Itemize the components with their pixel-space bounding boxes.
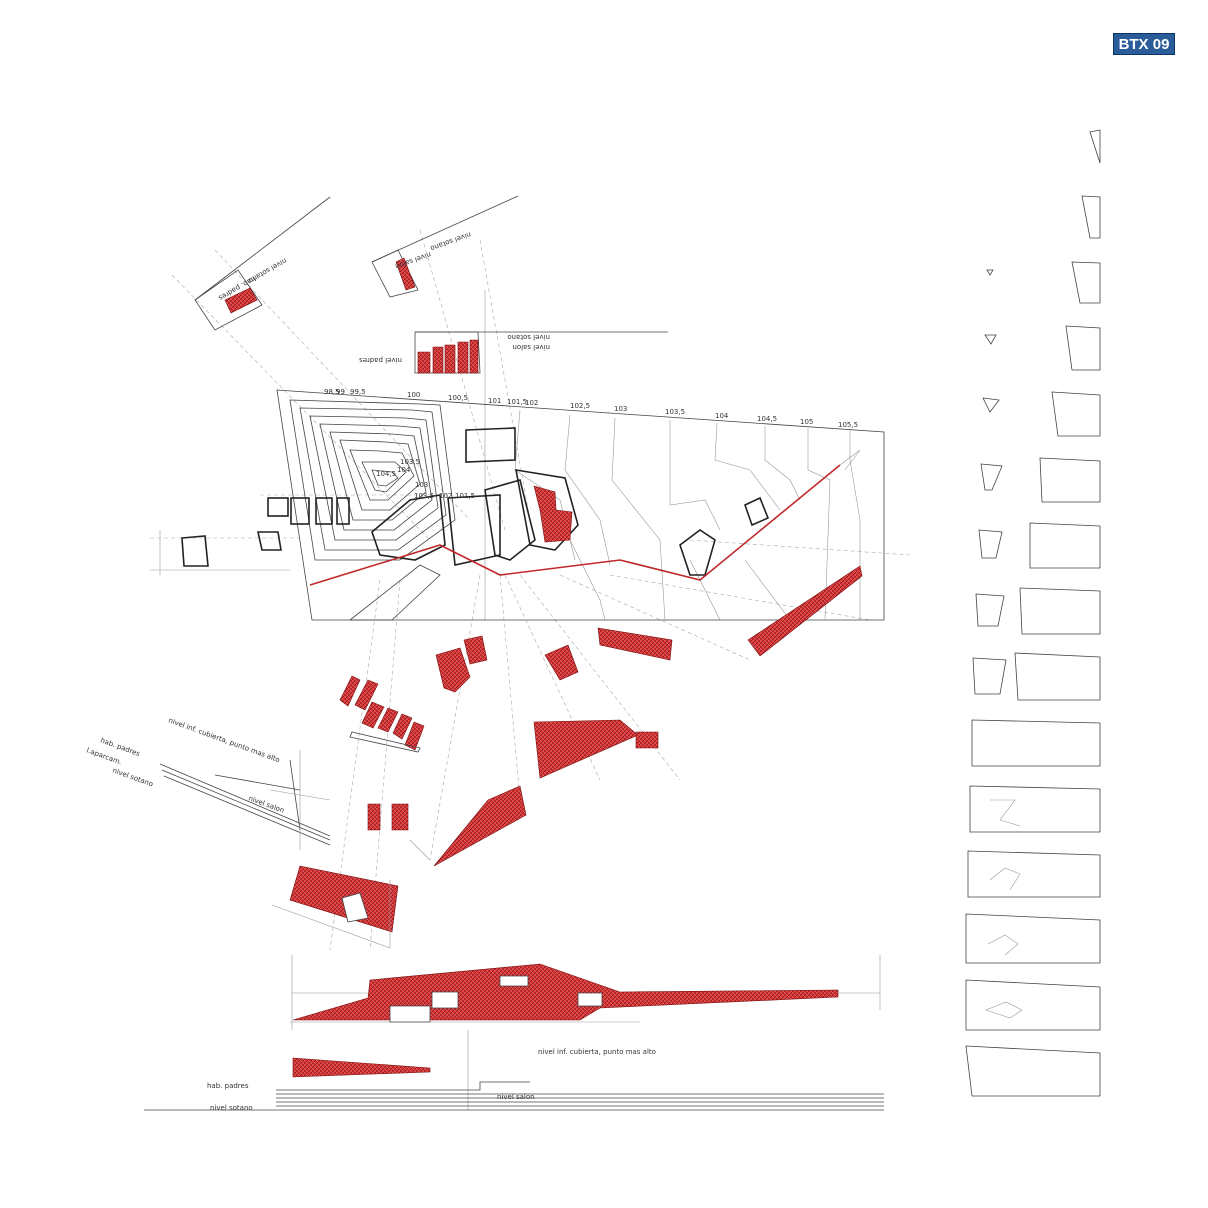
contour-label: 99,5 xyxy=(350,388,366,396)
label-nivel-padres: nivel padres xyxy=(359,356,402,364)
contour-label: 102,5 xyxy=(570,402,590,410)
contour-label: 101,5 xyxy=(455,492,475,500)
plan-sequence xyxy=(965,129,1101,1097)
label-nivel-sotano: nivel sotano xyxy=(507,333,550,341)
label-nivel-inf-cubierta: nivel inf. cubierta, punto mas alto xyxy=(167,716,281,764)
contour-label: 102 xyxy=(525,399,538,407)
contour-label: 105,5 xyxy=(838,421,858,429)
project-badge: BTX 09 xyxy=(1113,33,1175,55)
contour-label: 101 xyxy=(488,397,501,405)
contour-label: 104,5 xyxy=(757,415,777,423)
site-plan: 98,5 99 99,5 100 100,5 101 101,5 102 102… xyxy=(181,388,885,621)
contour-label: 99 xyxy=(336,388,345,396)
contour-label: 104 xyxy=(397,466,411,474)
label-nivel-sotano: nivel sotano xyxy=(210,1104,253,1112)
contour-label: 103,5 xyxy=(665,408,685,416)
contour-label: 103 xyxy=(614,405,627,413)
projection-lines xyxy=(150,229,911,951)
elevation-section: nivel inf. cubierta, punto mas alto hab.… xyxy=(144,955,884,1112)
contour-label: 103 xyxy=(415,481,428,489)
contour-label: 104 xyxy=(715,412,729,420)
red-fragments xyxy=(271,565,863,949)
contour-label: 103,5 xyxy=(414,492,434,500)
contour-label: 100 xyxy=(407,391,420,399)
label-nivel-inf-cubierta: nivel inf. cubierta, punto mas alto xyxy=(538,1048,656,1056)
label-nivel-salon: nivel salon xyxy=(497,1093,535,1101)
contour-label: 100,5 xyxy=(448,394,468,402)
label-nivel-sotano: nivel sotano xyxy=(247,256,288,284)
contour-label: 105 xyxy=(800,418,813,426)
top-section-views: hab. padres nivel sotano nivel salon niv… xyxy=(194,195,668,374)
label-nivel-salon: nivel salon xyxy=(247,794,285,814)
label-nivel-sotano: nivel sotano xyxy=(111,766,154,788)
oblique-levels: nivel inf. cubierta, punto mas alto hab.… xyxy=(85,716,331,850)
contour-label: 103,5 xyxy=(400,458,420,466)
label-hab-padres: hab. padres xyxy=(207,1082,249,1090)
contour-label: 104,5 xyxy=(376,470,396,478)
contour-label: 102 xyxy=(439,492,452,500)
label-nivel-salon: nivel salon xyxy=(512,343,550,351)
contour-label: 101,5 xyxy=(507,398,527,406)
contour-label: 98,5 xyxy=(324,388,340,396)
